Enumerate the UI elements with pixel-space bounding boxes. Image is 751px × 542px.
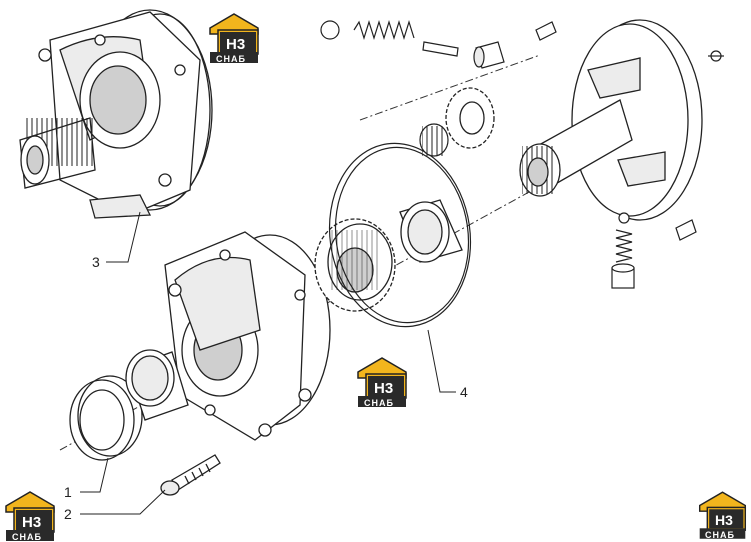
- right-ball: [618, 212, 630, 224]
- right-plug: [611, 263, 635, 289]
- small-screw: [708, 50, 724, 62]
- svg-text:H3: H3: [374, 380, 393, 397]
- ring-bushing: [399, 199, 463, 263]
- needle-bearing: [419, 123, 449, 157]
- logo-watermark-bottom-left: H3 СНАБ: [5, 491, 55, 542]
- right-pin-top: [535, 21, 557, 41]
- relief-spring: [353, 19, 415, 41]
- center-axis-line: [59, 174, 561, 451]
- svg-text:СНАБ: СНАБ: [12, 532, 42, 542]
- leader-lines: [80, 211, 456, 515]
- callout-3: 3: [92, 254, 100, 270]
- inner-gear: [314, 218, 396, 312]
- logo-watermark-bottom-right: H3 СНАБ: [698, 491, 747, 540]
- dowel-pin: [422, 41, 459, 57]
- logo-watermark-center: H3 СНАБ: [357, 357, 407, 408]
- logo-watermark-top: H3 СНАБ: [209, 13, 259, 64]
- svg-text:H3: H3: [226, 36, 245, 53]
- seal-ring: [69, 375, 143, 461]
- svg-text:H3: H3: [22, 514, 41, 531]
- o-ring: [328, 142, 472, 328]
- callout-2: 2: [64, 506, 72, 522]
- svg-text:СНАБ: СНАБ: [364, 398, 394, 408]
- check-ball: [320, 20, 340, 40]
- callout-1: 1: [64, 484, 72, 500]
- pump-housing-lower: [164, 231, 331, 441]
- callout-4: 4: [460, 384, 468, 400]
- plug: [473, 41, 505, 69]
- pump-housing-upper: [19, 9, 213, 219]
- stator-support: [519, 19, 703, 221]
- drive-gear: [445, 87, 495, 149]
- bushing: [125, 349, 189, 421]
- right-spring: [615, 229, 633, 263]
- bolt: [160, 454, 221, 496]
- svg-text:СНАБ: СНАБ: [216, 54, 246, 64]
- right-pin-bottom: [675, 219, 697, 241]
- svg-text:СНАБ: СНАБ: [705, 530, 735, 540]
- svg-text:H3: H3: [715, 512, 733, 528]
